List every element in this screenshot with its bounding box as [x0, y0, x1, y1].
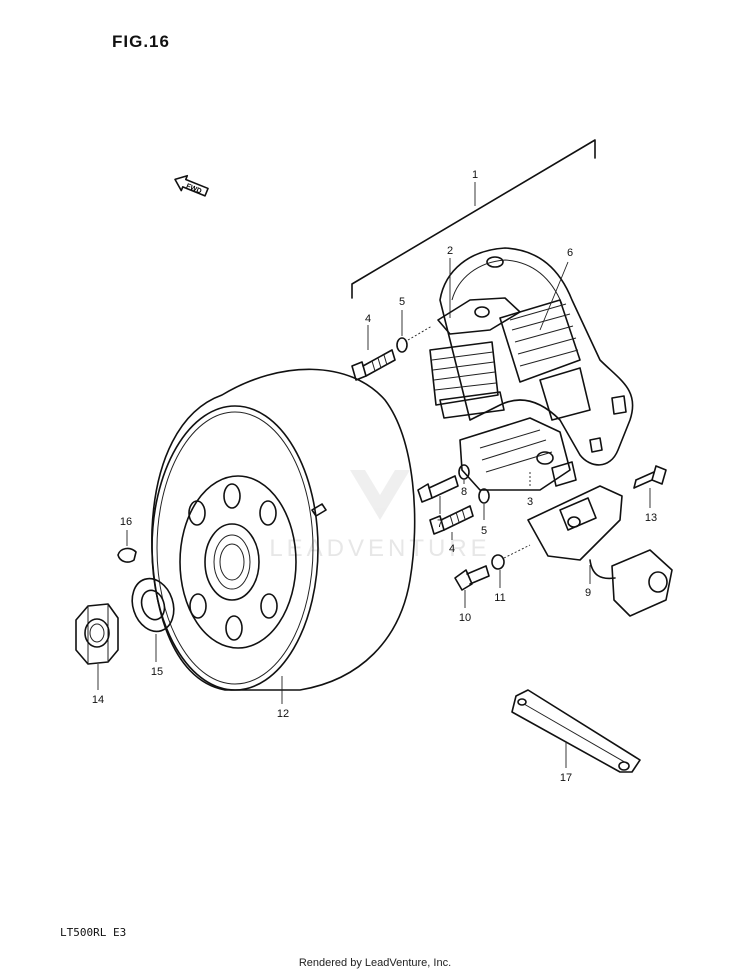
- screw-7: [417, 475, 459, 514]
- screw-10: [454, 565, 490, 608]
- washer-11: [491, 544, 531, 588]
- callout-16: 16: [120, 516, 132, 528]
- model-code: LT500RL E3: [60, 926, 127, 939]
- flywheel-rotor: [151, 368, 416, 704]
- screw-13: [633, 465, 667, 508]
- callout-13: 13: [645, 512, 657, 524]
- callout-11: 11: [494, 592, 505, 604]
- wire-clamp: [511, 689, 641, 773]
- callout-10: 10: [459, 612, 471, 624]
- washer-lower: [478, 488, 490, 520]
- stator-assembly-bracket: [351, 139, 596, 299]
- callout-8: 8: [461, 486, 467, 498]
- callout-4-lower: 4: [449, 543, 455, 555]
- watermark: LEADVENTURE: [269, 470, 490, 562]
- screw-upper: [351, 325, 396, 381]
- callout-17: 17: [560, 772, 572, 784]
- flywheel-washer: [131, 577, 175, 662]
- callout-3: 3: [527, 496, 533, 508]
- callout-9: 9: [585, 587, 591, 599]
- screw-lower: [429, 505, 474, 540]
- callout-4-upper: 4: [365, 313, 371, 325]
- callout-5-lower: 5: [481, 525, 487, 537]
- callout-12: 12: [277, 708, 289, 720]
- washer-upper: [396, 310, 433, 353]
- callout-14: 14: [92, 694, 104, 706]
- callout-labels: 1 2 3 4 4 5 5 6 7 8 9 10 11 12 13 14 15 …: [92, 169, 657, 784]
- fwd-arrow-icon: FWD: [174, 174, 209, 197]
- pickup-coil: [459, 417, 577, 491]
- washer-8: [458, 464, 470, 484]
- flywheel-nut: [75, 603, 119, 690]
- watermark-text: LEADVENTURE: [269, 535, 490, 562]
- figure-title: FIG.16: [112, 32, 170, 51]
- stator-plate: [439, 247, 634, 466]
- lighting-coil: [499, 299, 591, 421]
- callout-7: 7: [437, 518, 443, 530]
- callout-1: 1: [472, 169, 478, 181]
- callout-2: 2: [447, 245, 453, 257]
- charging-coil: [429, 297, 521, 419]
- callout-5-upper: 5: [399, 296, 405, 308]
- footer-credit: Rendered by LeadVenture, Inc.: [298, 957, 452, 969]
- woodruff-key: [117, 530, 137, 563]
- pulser-bracket: [527, 485, 673, 617]
- callout-6: 6: [567, 247, 573, 259]
- callout-15: 15: [151, 666, 163, 678]
